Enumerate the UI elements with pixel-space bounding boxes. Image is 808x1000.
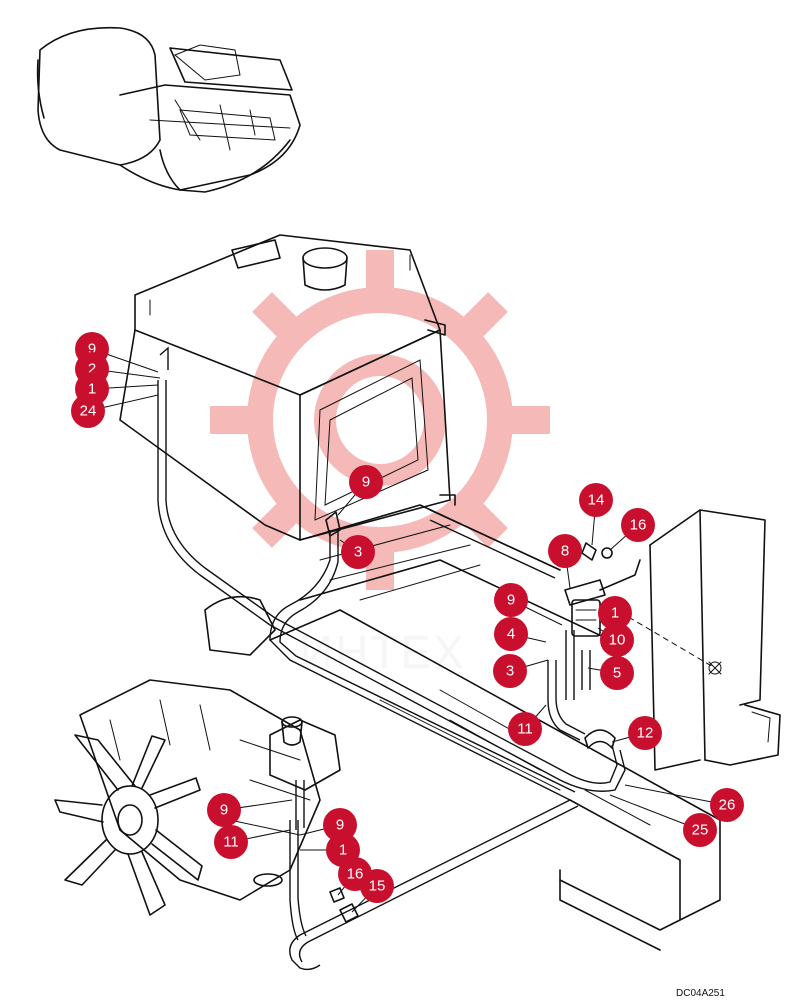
svg-text:1: 1 (88, 381, 96, 398)
svg-text:3: 3 (354, 544, 362, 561)
svg-text:16: 16 (630, 517, 647, 534)
svg-text:11: 11 (223, 834, 239, 851)
svg-text:9: 9 (88, 341, 96, 358)
callout-marker[interactable]: 10 (600, 623, 634, 657)
svg-text:15: 15 (369, 878, 386, 895)
svg-text:14: 14 (588, 492, 605, 509)
svg-text:12: 12 (637, 725, 654, 742)
svg-text:1: 1 (339, 842, 347, 859)
svg-text:25: 25 (692, 822, 709, 839)
fuel-hoses (157, 346, 626, 971)
callout-marker[interactable]: 9 (494, 583, 528, 617)
cooling-fan (54, 734, 203, 916)
callout-marker[interactable]: 9 (207, 793, 241, 827)
svg-text:10: 10 (609, 632, 626, 649)
callout-marker[interactable]: 26 (710, 788, 744, 822)
callout-marker[interactable]: 16 (621, 508, 655, 542)
drawing-code-label: DC04A251 (676, 988, 725, 999)
callout-marker[interactable]: 5 (600, 656, 634, 690)
callout-marker[interactable]: 1 (598, 596, 632, 630)
callout-marker[interactable]: 24 (71, 394, 105, 428)
svg-text:8: 8 (561, 543, 569, 560)
callout-marker[interactable]: 14 (579, 483, 613, 517)
svg-text:11: 11 (517, 721, 533, 738)
side-cabinet (649, 509, 781, 771)
fuel-filter-assembly (325, 511, 716, 923)
svg-text:9: 9 (336, 817, 344, 834)
svg-text:3: 3 (506, 663, 514, 680)
callout-marker[interactable]: 3 (341, 535, 375, 569)
callout-marker[interactable]: 12 (628, 716, 662, 750)
svg-text:24: 24 (80, 403, 97, 420)
svg-text:26: 26 (719, 797, 736, 814)
callout-marker[interactable]: 9 (323, 808, 357, 842)
svg-text:9: 9 (362, 474, 370, 491)
callouts: 9 2 1 24 9 3 14 16 8 9 1 10 4 5 3 11 12 … (71, 332, 744, 903)
callout-marker[interactable]: 8 (548, 534, 582, 568)
svg-text:9: 9 (507, 592, 515, 609)
callout-marker[interactable]: 15 (360, 869, 394, 903)
svg-text:5: 5 (613, 665, 621, 682)
svg-text:16: 16 (347, 866, 364, 883)
svg-text:1: 1 (611, 605, 619, 622)
callout-marker[interactable]: 3 (493, 654, 527, 688)
machine-overview-inset (36, 26, 301, 193)
fuel-tank (119, 234, 456, 541)
watermark: ИНТЕХ (210, 250, 550, 678)
svg-text:4: 4 (507, 626, 515, 643)
callout-marker[interactable]: 11 (508, 712, 542, 746)
svg-text:9: 9 (220, 802, 228, 819)
svg-text:2: 2 (88, 361, 96, 378)
callout-marker[interactable]: 9 (349, 465, 383, 499)
watermark-text: ИНТЕХ (300, 626, 466, 678)
callout-marker[interactable]: 25 (683, 813, 717, 847)
callout-marker[interactable]: 4 (494, 617, 528, 651)
callout-marker[interactable]: 11 (214, 825, 248, 859)
engine (79, 595, 341, 901)
